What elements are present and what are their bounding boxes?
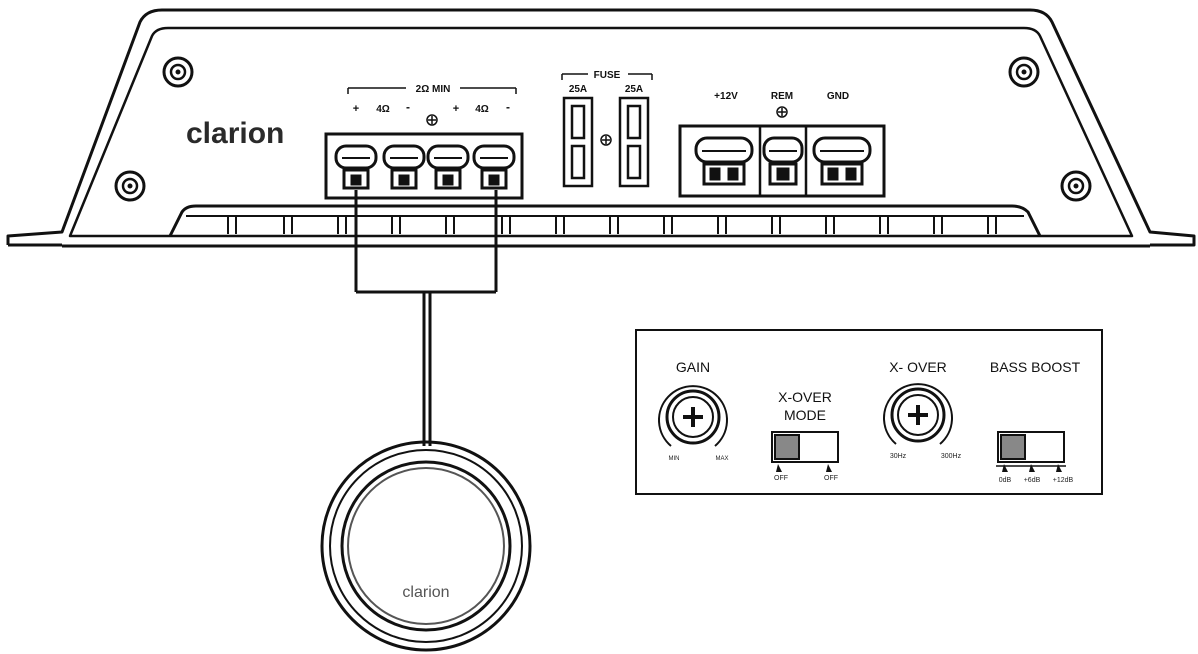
xover-knob[interactable] [883, 383, 953, 445]
vent-slots [227, 216, 997, 234]
fuse-right-rating: 25A [625, 84, 643, 95]
speaker-terminal [472, 144, 516, 190]
control-panel: GAIN MIN MAX X-OVER MODE OFF OFF X- OVER [635, 329, 1103, 495]
xover-mode-label-line2: MODE [784, 407, 826, 423]
gain-label: GAIN [676, 359, 710, 375]
remote-brand-logo: clarion [402, 584, 449, 601]
mounting-screw-top-right [1008, 56, 1040, 88]
bass-boost-opt2: +6dB [1024, 477, 1041, 484]
amplifier-body [6, 8, 1196, 248]
mounting-screw-bottom-left [114, 170, 146, 202]
xover-min-label: 30Hz [890, 453, 907, 460]
xover-label: X- OVER [889, 359, 947, 375]
fuse-screw-icon [600, 134, 612, 146]
fuse-title: FUSE [594, 70, 621, 81]
rem-label: REM [771, 91, 793, 102]
right-plus-label: + [453, 103, 459, 115]
speaker-terminal [382, 144, 426, 190]
xover-mode-switch[interactable] [771, 431, 839, 472]
remote-bass-knob[interactable] [320, 440, 532, 652]
xover-mode-right-option: OFF [824, 475, 838, 482]
fuse-left-rating: 25A [569, 84, 587, 95]
fuse-left [562, 96, 594, 188]
mounting-screw-top-left [162, 56, 194, 88]
right-minus-label: - [506, 100, 510, 114]
speaker-terminal [426, 144, 470, 190]
xover-mode-left-option: OFF [774, 475, 788, 482]
gnd-terminal [812, 136, 872, 186]
power-terminal-block [678, 124, 886, 198]
speaker-min-impedance-label: 2Ω MIN [416, 84, 451, 95]
remote-cable [354, 190, 498, 446]
right-impedance-label: 4Ω [475, 104, 489, 115]
bass-boost-opt1: 0dB [999, 477, 1012, 484]
fuse-section: FUSE 25A 25A [561, 70, 653, 95]
left-impedance-label: 4Ω [376, 104, 390, 115]
plus12v-terminal [694, 136, 754, 186]
left-plus-label: + [353, 103, 359, 115]
amplifier-brand-logo: clarion [186, 117, 284, 150]
gain-min-label: MIN [669, 456, 680, 462]
speaker-terminal [334, 144, 378, 190]
gain-knob[interactable] [658, 385, 728, 447]
rem-terminal [762, 136, 804, 186]
left-minus-label: - [406, 100, 410, 114]
xover-max-label: 300Hz [941, 453, 962, 460]
plus12v-label: +12V [714, 91, 738, 102]
bass-boost-label: BASS BOOST [990, 359, 1081, 375]
bridge-symbol-icon [426, 114, 438, 126]
power-terminal-labels: +12V REM GND [714, 91, 849, 118]
fuse-right [618, 96, 650, 188]
mounting-screw-bottom-right [1060, 170, 1092, 202]
bass-boost-switch[interactable] [996, 431, 1066, 472]
xover-mode-label-line1: X-OVER [778, 389, 832, 405]
gnd-label: GND [827, 91, 849, 102]
rem-screw-icon [776, 106, 788, 118]
gain-max-label: MAX [715, 456, 728, 462]
bass-boost-opt3: +12dB [1053, 477, 1074, 484]
speaker-terminal-block [324, 132, 524, 200]
speaker-terminal-labels: 2Ω MIN + 4Ω - + 4Ω - [347, 84, 517, 126]
